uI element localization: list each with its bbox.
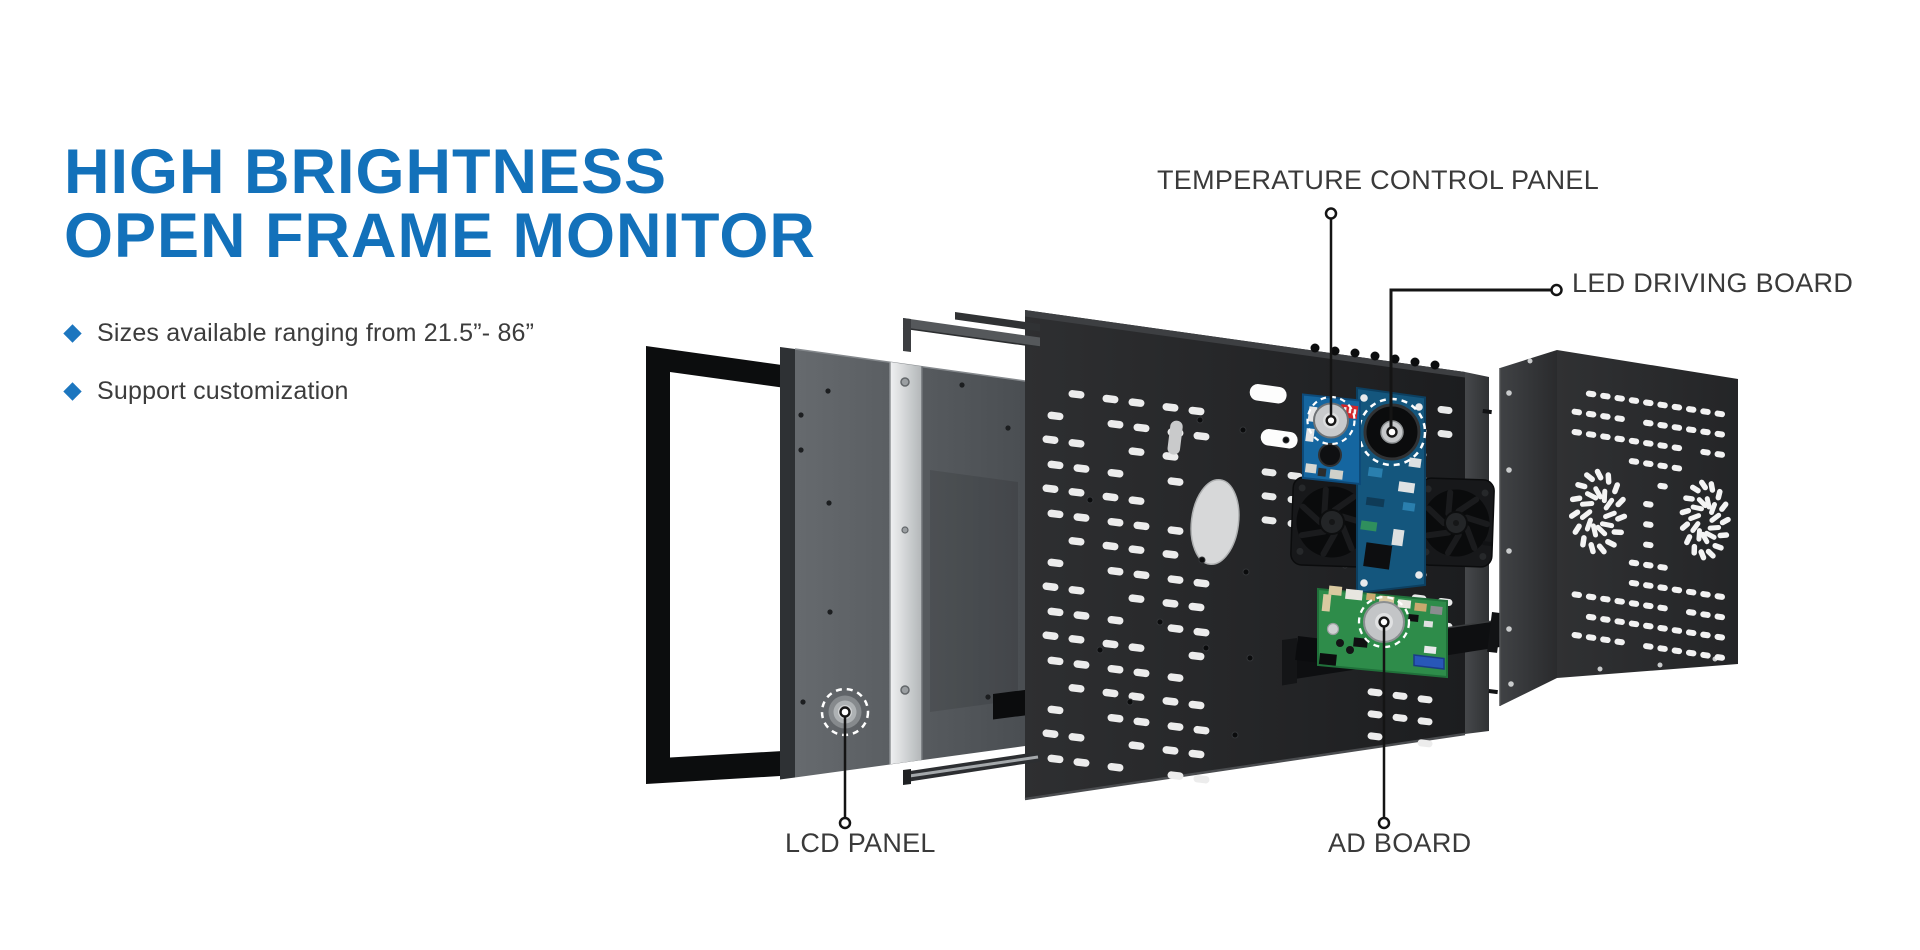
- leader-led: [1389, 288, 1551, 428]
- cover-vent-slots: [1571, 390, 1726, 661]
- callout-label-ad-board: AD BOARD: [1328, 828, 1472, 858]
- leader-dot-temperature: [1324, 207, 1338, 220]
- lcd-screws: [798, 382, 1011, 705]
- cooling-fan-right: [1417, 477, 1495, 568]
- lcd-panel: [780, 347, 1040, 780]
- chassis-round-hole: [1190, 478, 1240, 566]
- feature-item-sizes: Sizes available ranging from 21.5”- 86”: [63, 318, 535, 348]
- bottom-mount-bracket: [903, 751, 1040, 785]
- feature-item-customization: Support customization: [63, 376, 534, 406]
- diamond-bullet-icon: [63, 323, 82, 343]
- feature-list: Sizes available ranging from 21.5”- 86” …: [63, 318, 535, 434]
- vga-connector: [1413, 654, 1445, 670]
- callout-leader-lines: [838, 207, 1563, 830]
- lcd-callout-target: [820, 687, 870, 737]
- callout-label-led-driving-board: LED DRIVING BOARD: [1572, 268, 1854, 298]
- cover-screw-holes: [1506, 358, 1718, 687]
- ad-board: [1317, 585, 1448, 679]
- temperature-control-board: [1302, 393, 1361, 486]
- callout-label-lcd-panel: LCD PANEL: [785, 828, 936, 858]
- led-driving-board: [1356, 386, 1427, 595]
- diamond-bullet-icon: [63, 381, 82, 401]
- front-open-frame: [646, 346, 800, 784]
- fan-vent-pinwheels: [1568, 468, 1731, 561]
- callout-label-temperature-control-panel: TEMPERATURE CONTROL PANEL: [1157, 165, 1600, 195]
- rear-screws: [1482, 409, 1498, 695]
- chassis-top-standoffs: [1310, 343, 1440, 370]
- feature-text: Sizes available ranging from 21.5”- 86”: [97, 318, 535, 347]
- page-title-line1: HIGH BRIGHTNESS: [64, 137, 668, 207]
- leader-dot-led: [1550, 283, 1563, 297]
- top-mount-bracket: [902, 312, 1041, 352]
- lcd-mount-bracket: [890, 362, 922, 765]
- leader-dot-lcd: [838, 816, 852, 830]
- leader-dot-ad: [1377, 816, 1391, 830]
- back-cover: [1499, 350, 1738, 706]
- page-title-line2: OPEN FRAME MONITOR: [64, 201, 816, 271]
- page-title: HIGH BRIGHTNESS OPEN FRAME MONITOR: [64, 140, 816, 268]
- feature-text: Support customization: [97, 376, 349, 405]
